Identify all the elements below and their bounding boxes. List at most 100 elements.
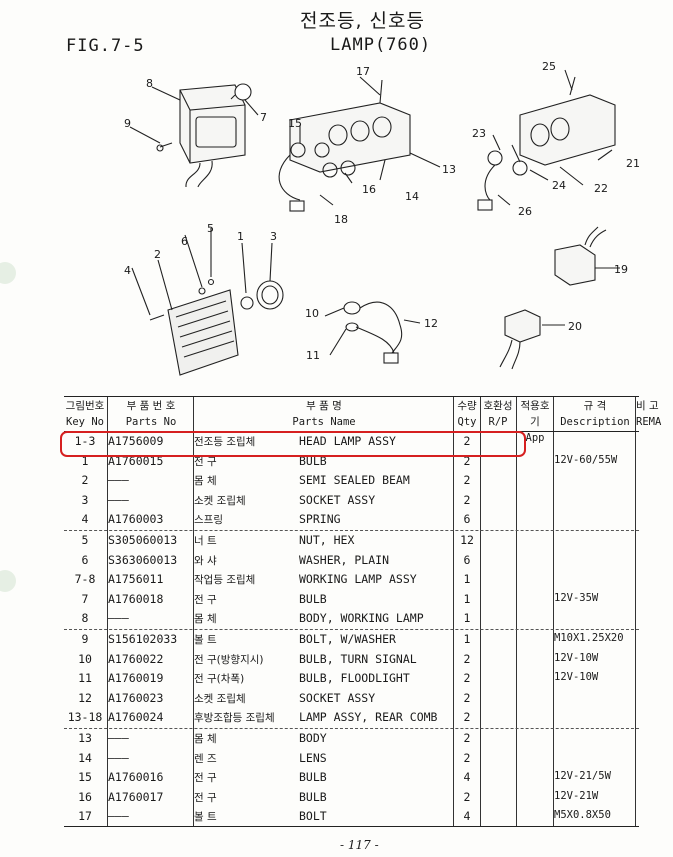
- callout-5: 5: [207, 222, 214, 235]
- callout-13: 13: [442, 163, 456, 176]
- cell-parts-no: A1756011: [108, 572, 164, 587]
- cell-qty: 2: [463, 710, 471, 725]
- cell-key-no: 4: [81, 512, 89, 527]
- cell-name-korean: 볼 트: [194, 811, 217, 824]
- cell-name-english: NUT, HEX: [299, 532, 355, 547]
- cell-name-english: SPRING: [299, 512, 341, 527]
- cell-description: 12V-60/55W: [554, 453, 618, 466]
- cell-key-no: 13: [78, 730, 92, 745]
- cell-qty: 1: [463, 572, 471, 587]
- cell-description: M10X1.25X20: [554, 631, 624, 644]
- cell-name-korean: 소켓 조립체: [194, 494, 246, 507]
- cell-parts-no: S363060013: [108, 552, 178, 567]
- cell-name-english: BULB, FLOODLIGHT: [299, 671, 410, 686]
- page-title-korean: 전조등, 신호등: [300, 10, 425, 32]
- cell-name-english: LENS: [299, 750, 327, 765]
- cell-name-english: SEMI SEALED BEAM: [299, 473, 410, 488]
- cell-key-no: 15: [78, 770, 92, 785]
- cell-key-no: 14: [78, 750, 92, 765]
- cell-name-korean: 전 구(차폭): [194, 673, 245, 686]
- cell-key-no: 2: [81, 473, 89, 488]
- callout-24: 24: [552, 179, 566, 192]
- callout-3: 3: [270, 230, 277, 243]
- cell-name-english: BULB: [299, 789, 327, 804]
- cell-qty: 2: [463, 473, 471, 488]
- cell-name-english: SOCKET ASSY: [299, 690, 376, 705]
- cell-name-korean: 소켓 조립체: [194, 692, 246, 705]
- cell-key-no: 3: [81, 492, 89, 507]
- cell-qty: 2: [463, 750, 471, 765]
- table-row: 4 A1760003 스프링 SPRING 6: [64, 510, 639, 531]
- cell-name-english: SOCKET ASSY: [299, 492, 376, 507]
- cell-name-english: LAMP ASSY, REAR COMB: [299, 710, 438, 725]
- cell-description: 12V-35W: [554, 591, 599, 604]
- rear-combination-lamp-drawing: [278, 79, 411, 212]
- cell-parts-no: A1760016: [108, 770, 164, 785]
- cell-name-korean: 스프링: [194, 514, 223, 527]
- binder-hole-mark: [0, 262, 16, 284]
- cell-name-english: BULB: [299, 453, 327, 468]
- callout-17: 17: [356, 65, 370, 78]
- cell-qty: 4: [463, 809, 471, 824]
- cell-key-no: 7: [81, 591, 89, 606]
- cell-name-english: BULB: [299, 591, 327, 606]
- callout-18: 18: [334, 213, 348, 226]
- cell-qty: 2: [463, 651, 471, 666]
- relay-drawing: [554, 226, 607, 286]
- cell-parts-no: ———: [108, 611, 129, 626]
- cell-parts-no: A1760003: [108, 512, 164, 527]
- callout-15: 15: [288, 117, 302, 130]
- cell-key-no: 12: [78, 690, 92, 705]
- callout-9: 9: [124, 117, 131, 130]
- cell-name-english: BULB, TURN SIGNAL: [299, 651, 417, 666]
- cell-key-no: 1-3: [74, 434, 96, 448]
- cell-qty: 6: [463, 512, 471, 527]
- right-rear-lamp-drawing: [477, 76, 616, 211]
- callout-7: 7: [260, 111, 267, 124]
- cell-name-korean: 작업등 조립체: [194, 574, 256, 587]
- cell-name-korean: 볼 트: [194, 633, 217, 646]
- cell-key-no: 17: [78, 809, 92, 824]
- cell-name-korean: 전 구(방향지시): [194, 653, 264, 666]
- cell-key-no: 10: [78, 651, 92, 666]
- cell-key-no: 13-18: [67, 710, 103, 725]
- callout-26: 26: [518, 205, 532, 218]
- callout-10: 10: [305, 307, 319, 320]
- cell-description: 12V-10W: [554, 671, 599, 684]
- cell-qty: 2: [463, 730, 471, 745]
- cell-parts-no: A1760015: [108, 453, 164, 468]
- cell-key-no: 1: [81, 453, 89, 468]
- cell-name-korean: 전 구: [194, 593, 217, 606]
- cell-key-no: 9: [81, 631, 89, 646]
- cell-parts-no: A1760022: [108, 651, 164, 666]
- cell-parts-no: A1760024: [108, 710, 164, 725]
- cell-description: 12V-21W: [554, 789, 599, 802]
- cell-name-korean: 와 샤: [194, 554, 217, 567]
- callout-21: 21: [626, 157, 640, 170]
- cell-name-korean: 전조등 조립체: [194, 436, 256, 448]
- cell-name-english: BOLT, W/WASHER: [299, 631, 396, 646]
- callout-19: 19: [614, 263, 628, 276]
- cell-description: 12V-21/5W: [554, 770, 611, 783]
- table-bottom-rule: [64, 826, 639, 827]
- cell-qty: 2: [463, 671, 471, 686]
- page-number: - 117 -: [340, 838, 379, 852]
- cell-name-english: BODY, WORKING LAMP: [299, 611, 424, 626]
- cell-name-korean: 전 구: [194, 772, 217, 785]
